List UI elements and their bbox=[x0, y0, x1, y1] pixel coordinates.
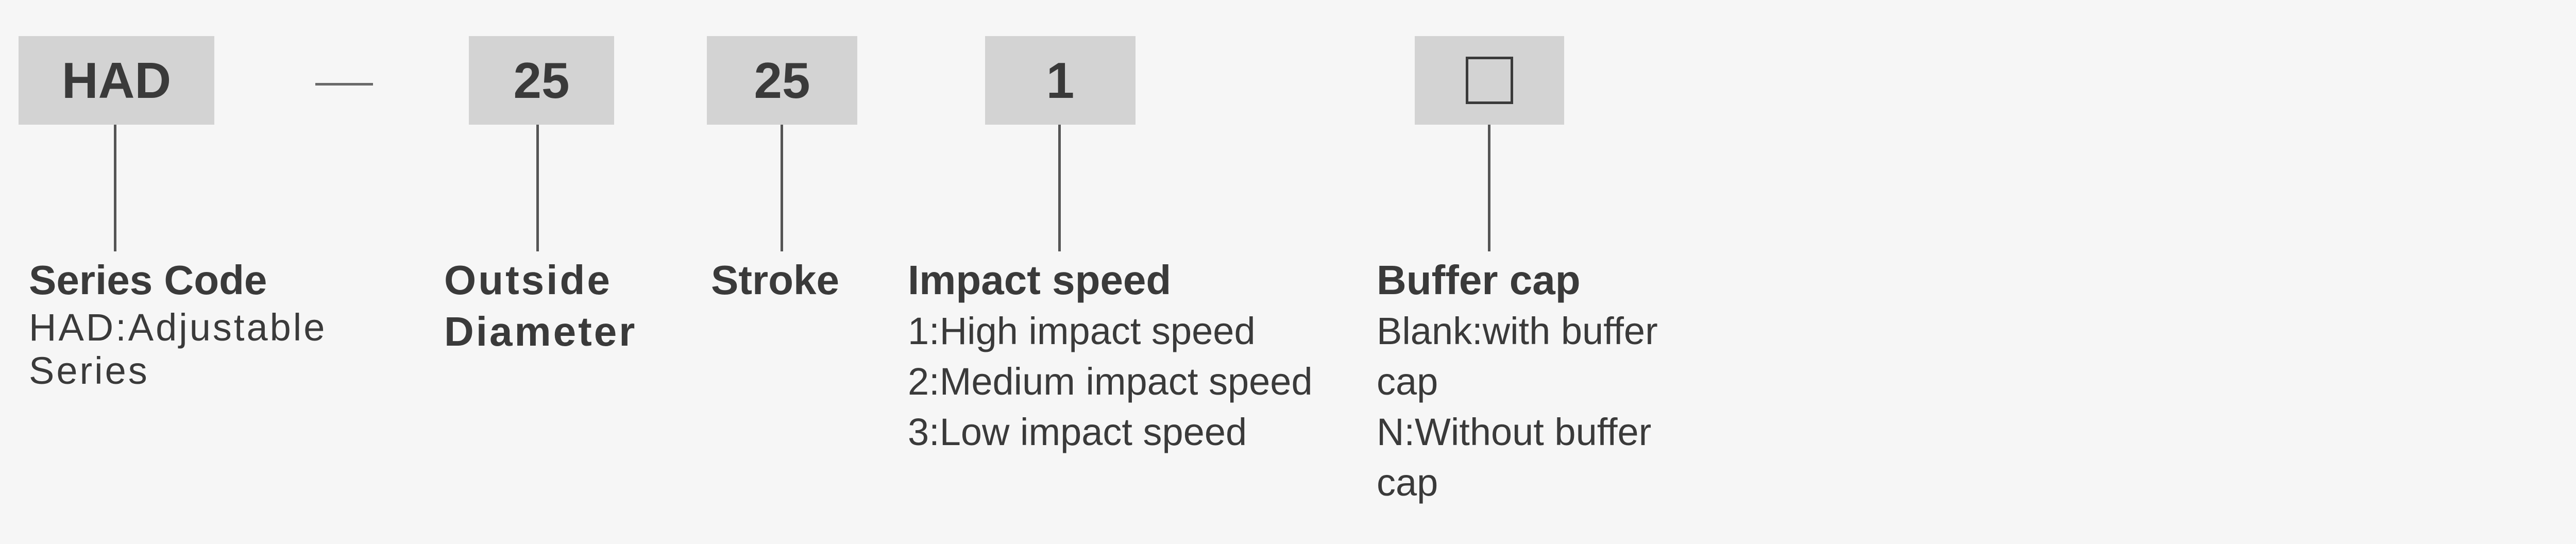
series-line-2: Series bbox=[29, 349, 149, 392]
impact-connector bbox=[1058, 125, 1061, 251]
diameter-heading-line-1: Outside bbox=[444, 257, 612, 303]
impact-line-1: 1:High impact speed bbox=[908, 310, 1256, 352]
diameter-description: Outside Diameter bbox=[444, 254, 637, 358]
buffer-line-2: cap bbox=[1377, 360, 1438, 403]
impact-description: Impact speed 1:High impact speed 2:Mediu… bbox=[908, 254, 1313, 457]
blank-square-icon bbox=[1466, 57, 1513, 104]
stroke-code-box: 25 bbox=[707, 36, 857, 125]
stroke-code-value: 25 bbox=[754, 52, 810, 109]
impact-code-value: 1 bbox=[1046, 52, 1075, 109]
buffer-code-box bbox=[1415, 36, 1564, 125]
diameter-heading-line-2: Diameter bbox=[444, 309, 637, 354]
buffer-heading: Buffer cap bbox=[1377, 257, 1581, 303]
series-description: Series Code HAD:Adjustable Series bbox=[29, 254, 327, 393]
impact-line-3: 3:Low impact speed bbox=[908, 411, 1247, 453]
diameter-code-box: 25 bbox=[469, 36, 614, 125]
stroke-description: Stroke bbox=[711, 254, 839, 306]
diameter-code-value: 25 bbox=[513, 52, 570, 109]
buffer-connector bbox=[1488, 125, 1490, 251]
series-code-value: HAD bbox=[61, 52, 172, 109]
buffer-description: Buffer cap Blank:with buffer cap N:Witho… bbox=[1377, 254, 1658, 508]
buffer-line-4: cap bbox=[1377, 461, 1438, 504]
series-heading: Series Code bbox=[29, 257, 267, 303]
impact-line-2: 2:Medium impact speed bbox=[908, 360, 1313, 403]
stroke-connector bbox=[781, 125, 783, 251]
series-code-box: HAD bbox=[19, 36, 214, 125]
series-connector bbox=[114, 125, 116, 251]
diameter-connector bbox=[536, 125, 539, 251]
stroke-heading: Stroke bbox=[711, 257, 839, 303]
impact-code-box: 1 bbox=[985, 36, 1136, 125]
separator-dash bbox=[315, 83, 373, 86]
impact-heading: Impact speed bbox=[908, 257, 1172, 303]
buffer-line-3: N:Without buffer bbox=[1377, 411, 1652, 453]
buffer-line-1: Blank:with buffer bbox=[1377, 310, 1658, 352]
series-line-1: HAD:Adjustable bbox=[29, 306, 327, 349]
